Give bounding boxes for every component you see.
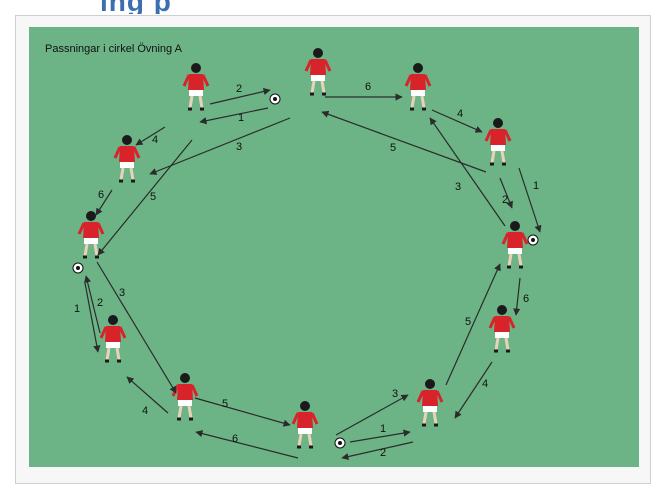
ball-top bbox=[270, 94, 280, 104]
arrow-label: 4 bbox=[142, 405, 148, 417]
arrow-label: 6 bbox=[365, 81, 371, 93]
player-top-center bbox=[306, 48, 330, 94]
arrow-label: 5 bbox=[222, 398, 228, 410]
ball-right bbox=[528, 235, 538, 245]
player-left-mid bbox=[79, 211, 103, 257]
player-left-upper bbox=[115, 135, 139, 181]
arrow-label: 1 bbox=[380, 423, 386, 435]
arrow-label: 2 bbox=[502, 194, 508, 206]
player-right-lower bbox=[490, 305, 514, 351]
arrow-label: 3 bbox=[455, 181, 461, 193]
arrow-label: 3 bbox=[392, 388, 398, 400]
arrow-label: 2 bbox=[380, 447, 386, 459]
player-left-lower bbox=[101, 315, 125, 361]
arrow-label: 1 bbox=[74, 303, 80, 315]
player-top-left bbox=[184, 63, 208, 109]
arrow-label: 5 bbox=[390, 142, 396, 154]
player-bottom-right bbox=[418, 379, 442, 425]
arrow-label: 4 bbox=[457, 108, 463, 120]
arrow-label: 2 bbox=[97, 297, 103, 309]
player-top-right bbox=[406, 63, 430, 109]
arrow-label: 4 bbox=[152, 134, 158, 146]
player-right-mid bbox=[503, 221, 527, 267]
arrow-label: 5 bbox=[150, 191, 156, 203]
ball-bottom bbox=[335, 438, 345, 448]
arrow-label: 4 bbox=[482, 378, 488, 390]
arrow-label: 1 bbox=[238, 112, 244, 124]
arrow-label: 6 bbox=[232, 433, 238, 445]
player-bottom-center bbox=[293, 401, 317, 447]
arrow-label: 2 bbox=[236, 83, 242, 95]
arrow-label: 3 bbox=[119, 287, 125, 299]
arrow-label: 3 bbox=[236, 141, 242, 153]
arrow-label: 1 bbox=[533, 180, 539, 192]
player-bottom-left bbox=[173, 373, 197, 419]
arrow-label: 6 bbox=[98, 189, 104, 201]
arrow-label: 6 bbox=[523, 293, 529, 305]
arrow-label: 5 bbox=[465, 316, 471, 328]
ball-left bbox=[73, 263, 83, 273]
player-right-upper bbox=[486, 118, 510, 164]
